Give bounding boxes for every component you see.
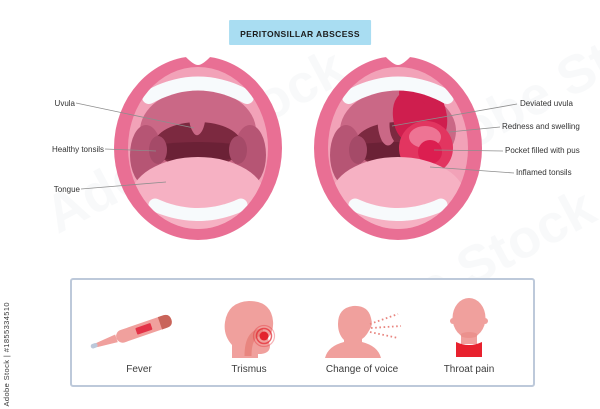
label-pocket-pus: Pocket filled with pus [505,146,580,155]
symptom-voice: Change of voice [302,292,422,375]
voice-spray-icon [325,305,402,358]
stock-id-text: Adobe Stock | #1855334510 [2,302,11,407]
symptom-label: Fever [126,364,152,375]
jaw-pain-icon [224,301,276,358]
symptom-label: Change of voice [325,364,399,375]
sore-throat-icon [450,298,488,357]
deviated-uvula-shape [377,103,394,146]
symptom-label: Throat pain [443,364,495,375]
symptom-trismus: Trismus [189,292,309,375]
symptom-label: Trismus [231,364,267,375]
symptom-throat-pain: Throat pain [409,292,529,375]
healthy-mouth-illustration [114,54,282,240]
thermometer-icon [90,314,172,349]
label-inflamed-tonsils: Inflamed tonsils [516,168,572,177]
label-redness-swelling: Redness and swelling [502,122,580,131]
title-banner: PERITONSILLAR ABSCESS [229,20,371,45]
symptoms-panel: Fever Trismus [70,278,535,387]
label-tongue: Tongue [53,185,80,194]
label-deviated-uvula: Deviated uvula [520,99,573,108]
page-title: PERITONSILLAR ABSCESS [240,29,360,39]
symptom-fever: Fever [79,292,199,375]
label-uvula: Uvula [54,99,75,108]
label-healthy-tonsils: Healthy tonsils [51,145,104,154]
abscess-mouth-illustration [314,54,482,240]
